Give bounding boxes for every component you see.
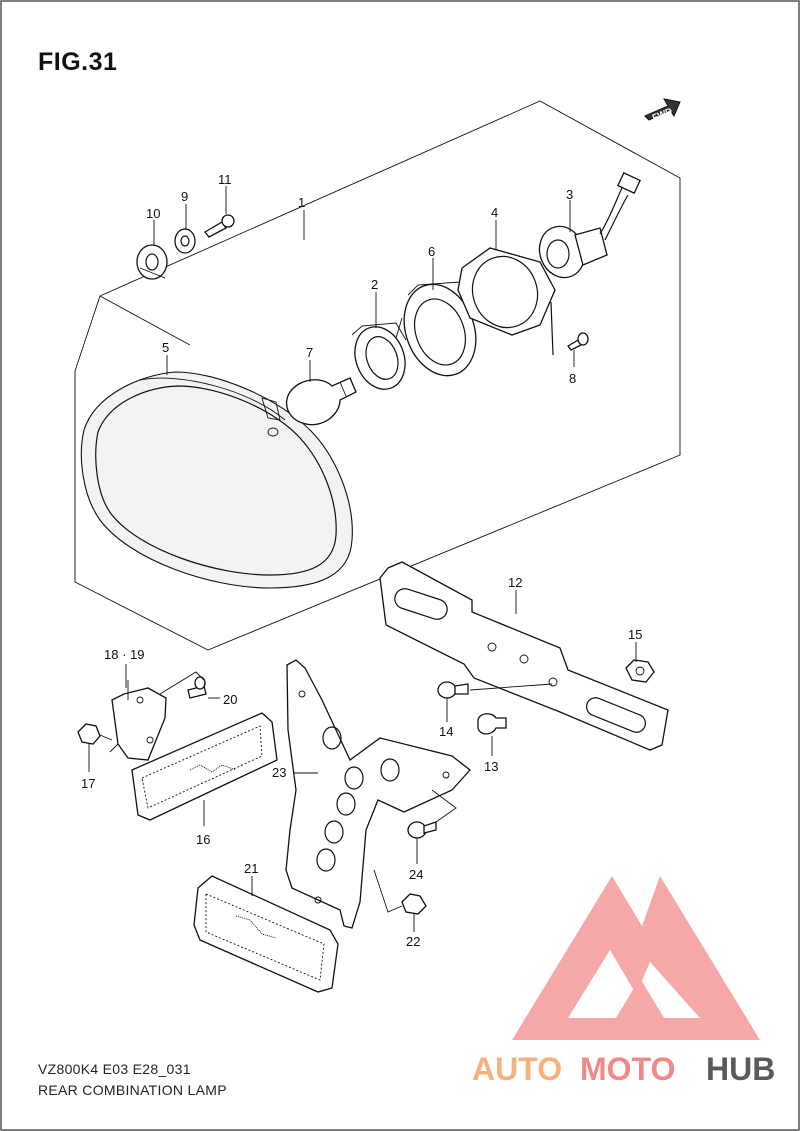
callout-13: 13: [484, 759, 498, 774]
callout-10: 10: [146, 206, 160, 221]
part-11-screw: [204, 214, 235, 238]
part-15-nut: [625, 659, 655, 683]
callout-16: 16: [196, 832, 210, 847]
callout-4: 4: [491, 205, 498, 220]
part-20-screw: [159, 671, 207, 699]
figure-name: REAR COMBINATION LAMP: [38, 1082, 227, 1098]
part-3-socket-harness: [538, 171, 641, 279]
callout-9: 9: [181, 189, 188, 204]
part-17-nut: [77, 723, 113, 745]
callout-20: 20: [223, 692, 237, 707]
part-4-gasket: [457, 247, 556, 336]
part-22-nut: [373, 869, 427, 915]
watermark-text-moto: MOTO: [580, 1051, 675, 1087]
callout-6: 6: [428, 244, 435, 259]
watermark-text-hub: HUB: [706, 1051, 775, 1087]
fwd-arrow-icon: FWD: [644, 98, 681, 123]
watermark-logo-icon: [512, 876, 760, 1040]
assembly-1-outline: [74, 100, 681, 651]
leader-lines: [88, 186, 637, 932]
callout-17: 17: [81, 776, 95, 791]
callout-12: 12: [508, 575, 522, 590]
watermark-text: AUTO MOTO HUB: [472, 1051, 775, 1087]
part-18-19-small-bracket: [109, 680, 167, 761]
callout-11: 11: [218, 172, 232, 187]
callout-24: 24: [409, 867, 423, 882]
model-code: VZ800K4 E03 E28_031: [38, 1061, 191, 1077]
callout-2: 2: [371, 277, 378, 292]
callout-18-19: 18 · 19: [104, 647, 144, 662]
callout-15: 15: [628, 627, 642, 642]
watermark-text-auto: AUTO: [472, 1051, 562, 1087]
part-24-screw: [407, 789, 457, 839]
part-12-license-bracket: [379, 561, 669, 751]
part-5-lamp-lens: [80, 371, 353, 589]
callout-22: 22: [406, 934, 420, 949]
callout-3: 3: [566, 187, 573, 202]
callout-23: 23: [272, 765, 286, 780]
callout-7: 7: [306, 345, 313, 360]
callout-14: 14: [439, 724, 453, 739]
callout-1: 1: [298, 195, 305, 210]
part-13-cushion: [477, 713, 507, 735]
part-8-screw: [550, 301, 589, 356]
part-2-socket-ring: [351, 322, 407, 390]
callout-8: 8: [569, 371, 576, 386]
part-14-screw: [437, 681, 553, 699]
callout-labels: 1 2 3 4 5 6 7 8 9 10 11 12 13 14 15 16 1…: [81, 172, 642, 949]
part-16-reflector: [131, 712, 278, 821]
figure-title: FIG.31: [38, 48, 118, 76]
part-21-reflector: [193, 875, 339, 993]
part-7-bulb: [285, 377, 357, 426]
part-9-washer: [174, 228, 196, 254]
callout-5: 5: [162, 340, 169, 355]
fwd-label: FWD: [651, 106, 674, 123]
part-23-lamp-bracket: [285, 659, 471, 929]
callout-21: 21: [244, 861, 258, 876]
part-10-grommet: [136, 244, 168, 280]
